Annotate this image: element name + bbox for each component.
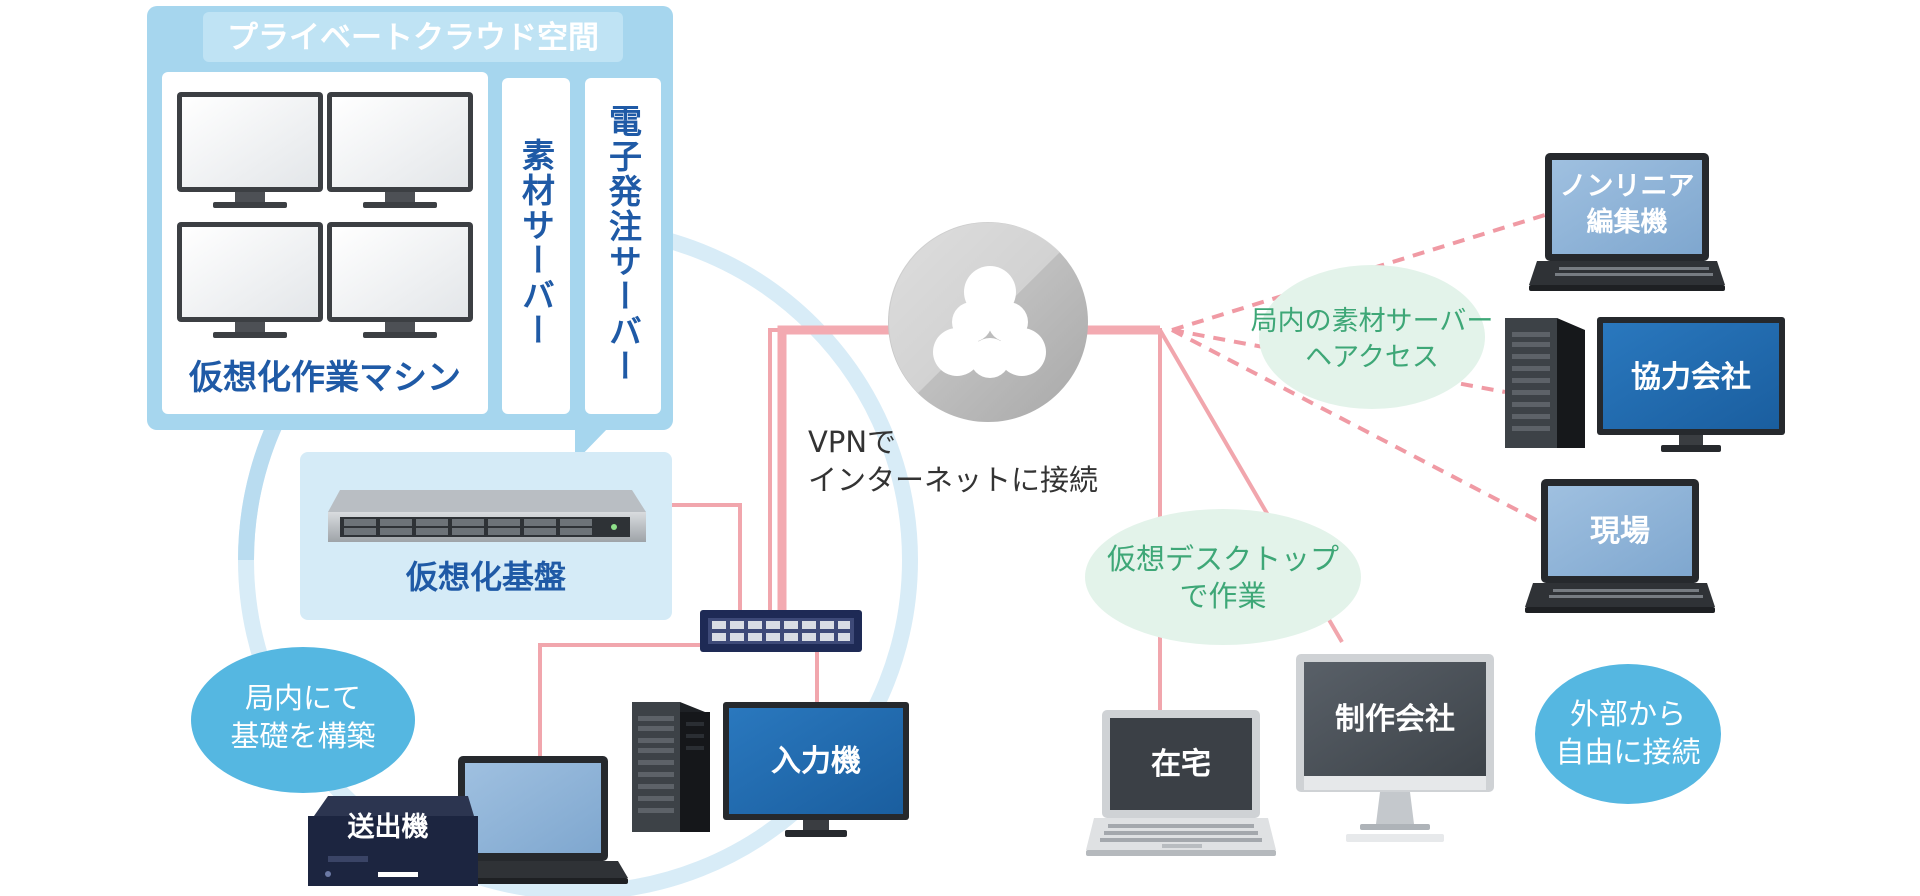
network-switch-icon: [700, 610, 862, 652]
order-server-label: 電子発注サーバー: [604, 104, 643, 384]
desktop-line1: 仮想デスクトップ: [1107, 542, 1339, 576]
laptop-icon: [438, 756, 628, 884]
vm-monitor-icon: [177, 222, 323, 338]
nonlinear-laptop-icon: ノンリニア 編集機: [1529, 153, 1725, 291]
external-line2: 自由に接続: [1555, 735, 1700, 769]
access-line1: 局内の素材サーバー: [1251, 306, 1494, 337]
in-house-line2: 基礎を構築: [230, 719, 375, 753]
virtualization-base-label: 仮想化基盤: [405, 558, 566, 596]
transmitter-label: 送出機: [348, 812, 429, 843]
partner-label: 協力会社: [1631, 360, 1751, 395]
vm-label: 仮想化作業マシン: [188, 358, 461, 398]
private-cloud-panel: プライベートクラウド空間 仮想化作業マシン: [147, 6, 673, 462]
external-bubble: 外部から 自由に接続: [1535, 664, 1721, 804]
vm-monitor-icon: [177, 92, 323, 208]
vm-monitor-icon: [327, 222, 473, 338]
access-bubble: 局内の素材サーバー ヘアクセス: [1251, 265, 1494, 409]
in-house-line1: 局内にて: [245, 681, 361, 715]
desktop-bubble: 仮想デスクトップ で作業: [1085, 509, 1361, 645]
site-label: 現場: [1590, 514, 1650, 549]
home-label: 在宅: [1151, 747, 1211, 782]
desktop-line2: で作業: [1179, 579, 1266, 613]
virtualization-base-panel: 仮想化基盤: [300, 452, 672, 620]
home-laptop-icon: 在宅: [1086, 710, 1276, 856]
site-laptop-icon: 現場: [1525, 479, 1715, 613]
external-line1: 外部から: [1570, 697, 1686, 731]
nonlinear-line2: 編集機: [1587, 206, 1668, 238]
vm-monitor-icon: [327, 92, 473, 208]
in-house-bubble: 局内にて 基礎を構築: [191, 647, 415, 793]
access-line2: ヘアクセス: [1305, 342, 1439, 373]
production-label: 制作会社: [1335, 702, 1455, 737]
vpn-label-line1: VPNで: [808, 425, 896, 459]
input-machine-label: 入力機: [771, 744, 861, 779]
partner-tower-icon: [1505, 318, 1585, 448]
nonlinear-line1: ノンリニア: [1560, 171, 1695, 202]
vpn-label-line2: インターネットに接続: [808, 463, 1098, 497]
partner-monitor-icon: 協力会社: [1597, 317, 1785, 452]
private-cloud-title: プライベートクラウド空間: [227, 20, 599, 56]
material-server-label: 素材サーバー: [517, 138, 556, 348]
input-machine-monitor-icon: 入力機: [723, 702, 909, 837]
internet-globe-icon: [888, 222, 1088, 422]
production-monitor-icon: 制作会社: [1296, 654, 1494, 842]
rack-server-icon: [328, 490, 646, 542]
tower-server-icon: [632, 702, 710, 832]
transmitter-device-icon: 送出機: [308, 796, 478, 886]
